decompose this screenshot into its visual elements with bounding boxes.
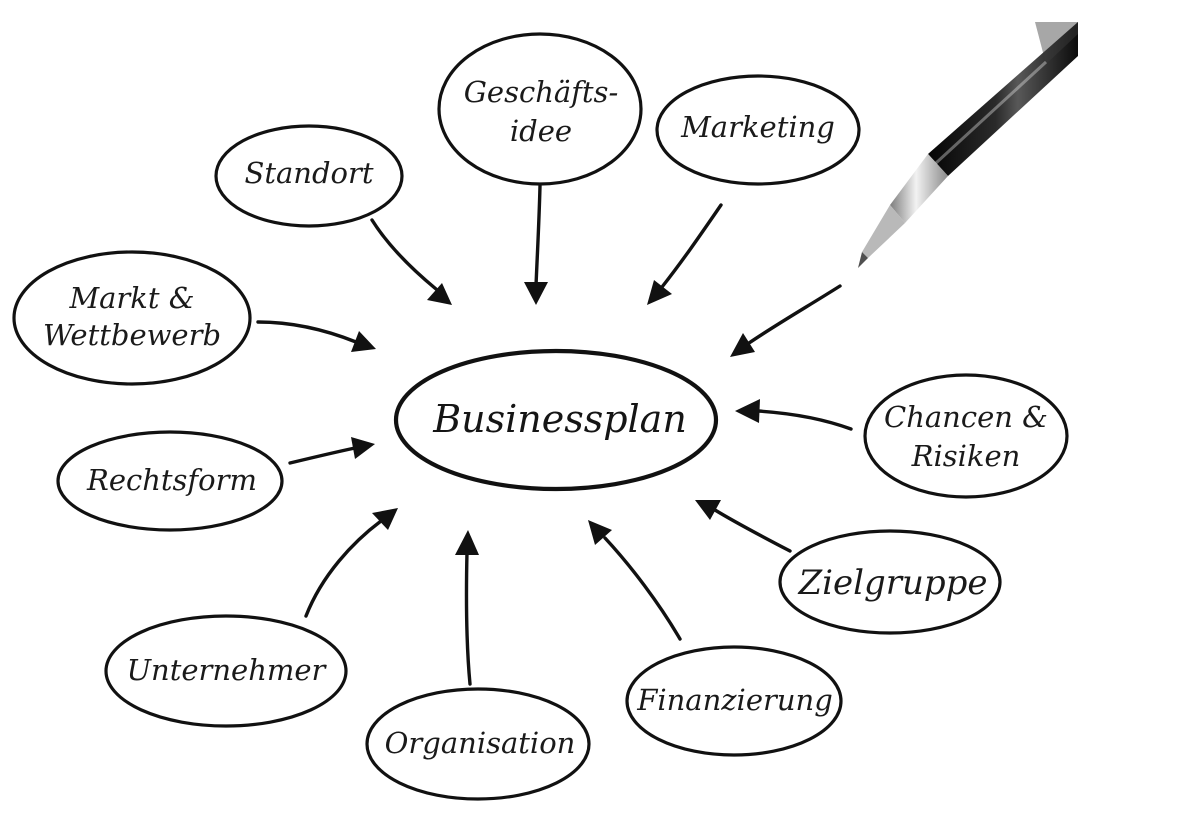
node-label-line-2: idee xyxy=(510,114,572,148)
node-label-line-1: Chancen & xyxy=(884,400,1048,434)
arrow-chancen xyxy=(735,399,853,431)
arrow-standort xyxy=(370,218,452,305)
arrow-pen xyxy=(730,284,842,357)
node-rechtsform: Rechtsform xyxy=(56,430,284,532)
node-label-line-2: Wettbewerb xyxy=(43,318,221,352)
arrow-markt xyxy=(256,320,376,352)
arrow-zielgruppe xyxy=(695,500,792,553)
node-markt: Markt & Wettbewerb xyxy=(12,250,252,386)
arrow-marketing xyxy=(647,203,723,305)
node-organisation: Organisation xyxy=(365,687,591,801)
arrow-rechtsform xyxy=(288,437,375,465)
node-label-line-1: Geschäfts- xyxy=(464,75,619,109)
arrow-finanzierung xyxy=(588,520,682,641)
node-label: Rechtsform xyxy=(86,463,257,497)
node-label-line-1: Markt & xyxy=(68,281,194,315)
node-label-line-2: Risiken xyxy=(911,439,1021,473)
arrow-unternehmer xyxy=(304,508,398,618)
node-zielgruppe: Zielgruppe xyxy=(778,529,1002,635)
pen-icon xyxy=(858,22,1078,268)
node-label: Zielgruppe xyxy=(797,563,987,603)
node-label: Finanzierung xyxy=(636,683,833,717)
center-node: Businessplan xyxy=(393,348,719,492)
arrow-geschaeftsidee xyxy=(524,184,548,305)
node-chancen: Chancen & Risiken xyxy=(863,373,1069,499)
node-geschaeftsidee: Geschäfts- idee xyxy=(437,32,643,186)
node-marketing: Marketing xyxy=(655,74,861,186)
node-standort: Standort xyxy=(214,124,404,228)
center-label: Businessplan xyxy=(432,397,687,441)
node-label: Standort xyxy=(244,156,373,190)
arrow-organisation xyxy=(455,530,479,686)
node-unternehmer: Unternehmer xyxy=(104,614,348,728)
node-finanzierung: Finanzierung xyxy=(625,645,843,757)
node-label: Unternehmer xyxy=(127,653,328,687)
node-label: Organisation xyxy=(385,726,576,760)
node-label: Marketing xyxy=(680,110,835,144)
